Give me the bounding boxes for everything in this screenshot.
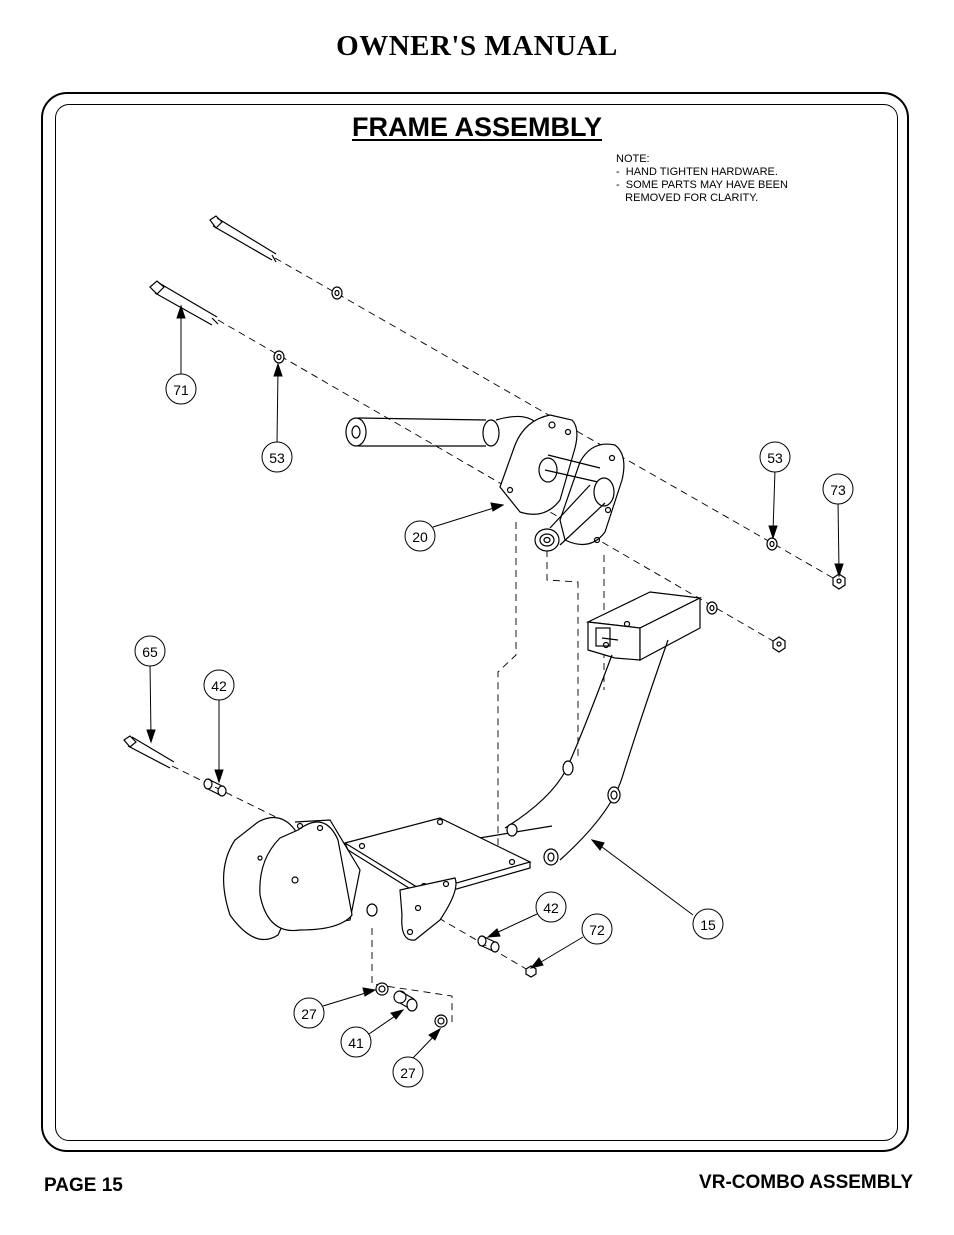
washers	[273, 286, 778, 615]
callout-72: 72	[589, 922, 605, 938]
note-line: - HAND TIGHTEN HARDWARE.	[616, 166, 778, 178]
callout-53-right-bubble	[759, 441, 791, 473]
callout-27-top-bubble	[293, 997, 325, 1029]
lower-hardware	[375, 982, 448, 1028]
callout-42-right: 42	[543, 900, 559, 916]
note-line: - SOME PARTS MAY HAVE BEEN	[616, 179, 788, 191]
page-number: PAGE 15	[44, 1175, 123, 1196]
section-title: FRAME ASSEMBLY	[352, 112, 603, 142]
bolt-65	[123, 735, 175, 769]
callout-15: 15	[700, 917, 716, 933]
document-name: VR-COMBO ASSEMBLY	[699, 1172, 913, 1193]
callout-53-left: 53	[269, 450, 285, 466]
callout-71-bubble	[165, 373, 197, 405]
bolt-71-upper	[209, 215, 277, 263]
callout-53-right: 53	[767, 450, 783, 466]
callout-65-bubble	[134, 635, 166, 667]
inner-frame	[55, 104, 898, 1141]
callout-41: 41	[348, 1035, 364, 1051]
note-line: NOTE:	[616, 153, 650, 165]
callout-15-bubble	[692, 908, 724, 940]
callout-42-left-bubble	[203, 669, 235, 701]
callout-27-bottom-bubble	[392, 1056, 424, 1088]
part-15-main-frame	[222, 591, 703, 941]
callout-71: 71	[173, 382, 189, 398]
callout-20: 20	[412, 529, 428, 545]
note-line: REMOVED FOR CLARITY.	[616, 192, 759, 204]
callout-73-bubble	[822, 473, 854, 505]
callouts	[134, 373, 854, 1088]
callout-27-bottom: 27	[400, 1065, 416, 1081]
callout-73: 73	[830, 482, 846, 498]
outer-frame	[41, 92, 909, 1152]
callout-42-left: 42	[211, 678, 227, 694]
bolt-71-lower	[149, 280, 219, 326]
assembly-note: NOTE: - HAND TIGHTEN HARDWARE. - SOME PA…	[616, 153, 788, 205]
callout-41-bubble	[340, 1026, 372, 1058]
spacer-42-right	[477, 935, 500, 953]
callout-53-left-bubble	[261, 441, 293, 473]
manual-title: OWNER'S MANUAL	[336, 30, 618, 62]
part-20-bracket	[345, 414, 625, 552]
spacer-42-left	[203, 778, 227, 797]
callout-27-top: 27	[301, 1006, 317, 1022]
callout-20-bubble	[404, 520, 436, 552]
callout-65: 65	[142, 644, 158, 660]
callout-42-right-bubble	[535, 891, 567, 923]
callout-72-bubble	[581, 913, 613, 945]
leader-lines	[146, 304, 844, 1059]
